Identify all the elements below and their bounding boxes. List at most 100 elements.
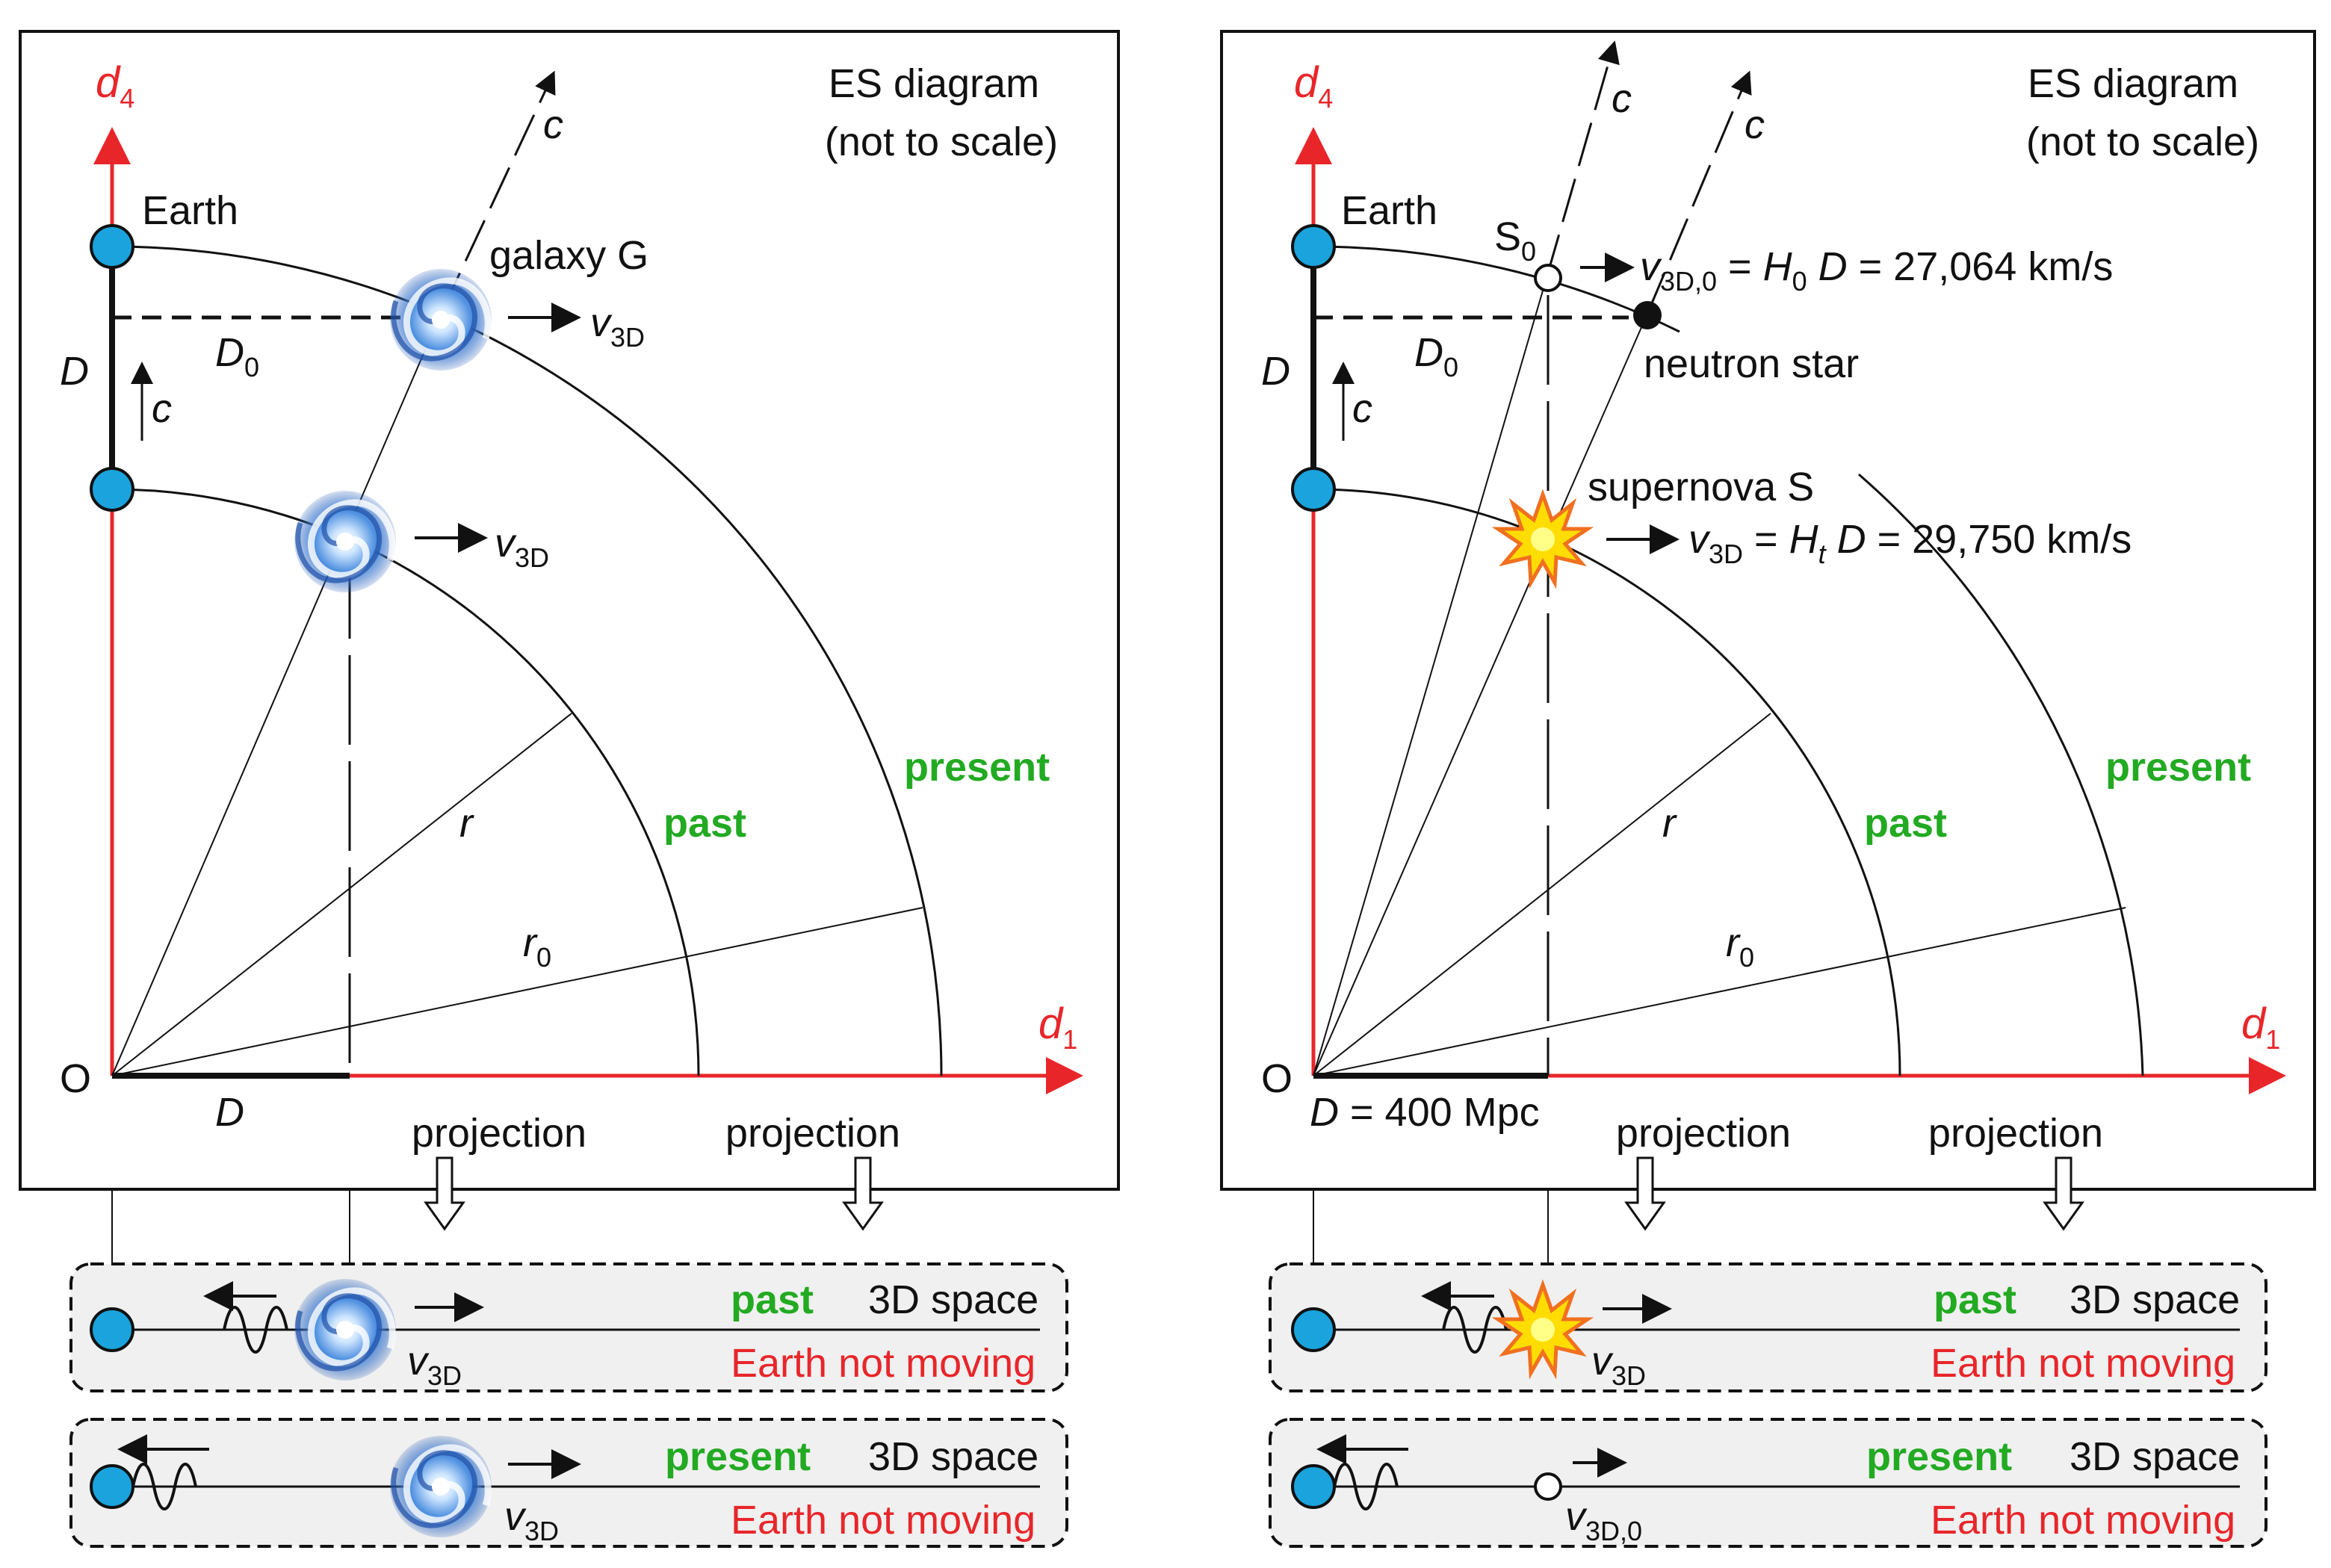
left-origin-label: O bbox=[60, 1056, 91, 1101]
left-title-line1: ES diagram bbox=[829, 61, 1039, 106]
right-earth-label: Earth bbox=[1341, 188, 1437, 233]
left-c-ray-label: c bbox=[543, 102, 563, 147]
left-strip-past-earth-status: Earth not moving bbox=[731, 1341, 1036, 1386]
left-r0-label: r0 bbox=[523, 920, 551, 973]
right-projection-arrow-1 bbox=[1624, 1156, 1666, 1231]
left-earth-past bbox=[90, 467, 134, 512]
right-strip-present-v: v3D,0 bbox=[1565, 1494, 1642, 1546]
right-projection-arrow-2 bbox=[2043, 1156, 2084, 1231]
right-past-label: past bbox=[1864, 801, 1947, 846]
left-ray-r bbox=[111, 713, 572, 1076]
left-present-label: present bbox=[904, 745, 1050, 790]
left-d1-label: d1 bbox=[1038, 1000, 1077, 1055]
left-past-label: past bbox=[663, 801, 746, 846]
right-S0-marker bbox=[1534, 264, 1562, 292]
right-projection-2: projection bbox=[1928, 1111, 2103, 1156]
right-ray-neutron bbox=[1313, 313, 1648, 1076]
left-strip-past-v: v3D bbox=[407, 1339, 462, 1391]
right-supernova-label: supernova S bbox=[1588, 465, 1814, 509]
right-present-arc-lower bbox=[1858, 473, 2144, 1076]
right-strip-past: v3D past 3D space Earth not moving bbox=[1269, 1262, 2267, 1392]
right-v0-equation: v3D,0 = H0 D = 27,064 km/s bbox=[1640, 244, 2113, 297]
right-d4-label: d4 bbox=[1294, 58, 1333, 114]
right-light-ray-1 bbox=[1545, 40, 1620, 279]
left-projection-arrow-2 bbox=[842, 1156, 884, 1231]
right-ray-r bbox=[1313, 713, 1771, 1076]
left-panel-frame bbox=[19, 30, 1120, 1191]
right-strip-present-S0 bbox=[1534, 1472, 1562, 1501]
left-strip-present-space: 3D space bbox=[868, 1434, 1038, 1479]
right-c-ray-2-label: c bbox=[1745, 102, 1765, 147]
right-ray-r0 bbox=[1313, 907, 2126, 1076]
left-D-label: D bbox=[60, 349, 89, 394]
left-strip-present-time: present bbox=[665, 1434, 811, 1479]
right-strip-past-earth-status: Earth not moving bbox=[1931, 1341, 2235, 1386]
left-title-line2: (not to scale) bbox=[825, 120, 1058, 164]
right-light-ray-2 bbox=[1646, 70, 1752, 314]
left-panel: ES diagram (not to scale) d4 d1 O Ear bbox=[19, 30, 1120, 1548]
left-c-vertical-label: c bbox=[152, 386, 172, 431]
right-c-ray-1-label: c bbox=[1612, 76, 1632, 121]
left-ray-galaxy bbox=[111, 313, 442, 1076]
left-v-past-label: v3D bbox=[495, 521, 549, 573]
right-d1-label: d1 bbox=[2241, 1000, 2280, 1055]
right-strip-past-time: past bbox=[1934, 1277, 2016, 1322]
right-past-arc bbox=[1313, 488, 1901, 1076]
right-panel: ES diagram (not to scale) d4 d1 O bbox=[1220, 30, 2316, 1548]
right-D-label: D bbox=[1261, 349, 1290, 394]
right-strip-present: v3D,0 present 3D space Earth not moving bbox=[1269, 1418, 2267, 1548]
left-galaxy-past bbox=[294, 491, 396, 592]
right-neutron-star-marker bbox=[1633, 301, 1662, 329]
left-projection-2: projection bbox=[725, 1111, 900, 1156]
left-earth-label: Earth bbox=[142, 188, 238, 233]
left-present-arc bbox=[111, 245, 943, 1076]
left-v-present-label: v3D bbox=[590, 300, 645, 353]
left-earth-present bbox=[90, 224, 134, 269]
left-galaxy-label: galaxy G bbox=[489, 233, 648, 278]
left-strip-present: v3D present 3D space Earth not moving bbox=[69, 1418, 1068, 1548]
right-D0-label: D0 bbox=[1414, 330, 1458, 382]
right-earth-present bbox=[1291, 224, 1336, 269]
left-D-bottom-label: D bbox=[215, 1090, 244, 1135]
right-r0-label: r0 bbox=[1726, 920, 1754, 973]
right-c-vertical-label: c bbox=[1352, 386, 1372, 431]
right-origin-label: O bbox=[1261, 1056, 1293, 1101]
right-neutron-star-label: neutron star bbox=[1644, 341, 1859, 386]
right-projection-1: projection bbox=[1616, 1111, 1791, 1156]
right-strip-past-space: 3D space bbox=[2070, 1277, 2240, 1322]
left-strip-past-time: past bbox=[731, 1277, 814, 1322]
right-D-bottom-label: D = 400 Mpc bbox=[1310, 1090, 1540, 1135]
left-projection-1: projection bbox=[412, 1111, 586, 1156]
right-strip-present-earth-status: Earth not moving bbox=[1931, 1498, 2235, 1543]
left-strip-past-earth bbox=[90, 1307, 134, 1352]
left-D0-label: D0 bbox=[215, 330, 259, 382]
right-strip-present-earth bbox=[1291, 1464, 1336, 1509]
left-past-arc bbox=[111, 488, 700, 1076]
right-supernova-burst bbox=[1498, 495, 1588, 583]
right-earth-past bbox=[1291, 467, 1336, 512]
right-S0-label: S0 bbox=[1494, 214, 1536, 267]
left-strip-present-earth bbox=[90, 1464, 134, 1509]
right-panel-frame bbox=[1220, 30, 2316, 1191]
right-title-line1: ES diagram bbox=[2028, 61, 2238, 106]
right-strip-past-earth bbox=[1291, 1307, 1336, 1352]
right-strip-present-time: present bbox=[1866, 1434, 2012, 1479]
left-d4-label: d4 bbox=[96, 58, 134, 114]
right-strip-present-space: 3D space bbox=[2070, 1434, 2240, 1479]
left-strip-present-earth-status: Earth not moving bbox=[731, 1498, 1036, 1543]
right-r-label: r bbox=[1662, 801, 1677, 846]
left-projection-arrow-1 bbox=[424, 1156, 465, 1231]
right-strip-past-v: v3D bbox=[1591, 1339, 1646, 1391]
right-ray-S0 bbox=[1313, 277, 1547, 1076]
left-ray-r0 bbox=[111, 907, 923, 1076]
left-galaxy-present bbox=[390, 269, 492, 371]
left-strip-past: v3D past 3D space Earth not moving bbox=[69, 1262, 1068, 1392]
right-vt-equation: v3D = Ht D = 29,750 km/s bbox=[1688, 517, 2132, 569]
left-strip-past-space: 3D space bbox=[868, 1277, 1038, 1322]
left-strip-past-galaxy bbox=[294, 1279, 396, 1380]
left-strip-present-galaxy bbox=[390, 1436, 492, 1537]
left-r-label: r bbox=[459, 801, 474, 846]
right-title-line2: (not to scale) bbox=[2026, 120, 2259, 164]
